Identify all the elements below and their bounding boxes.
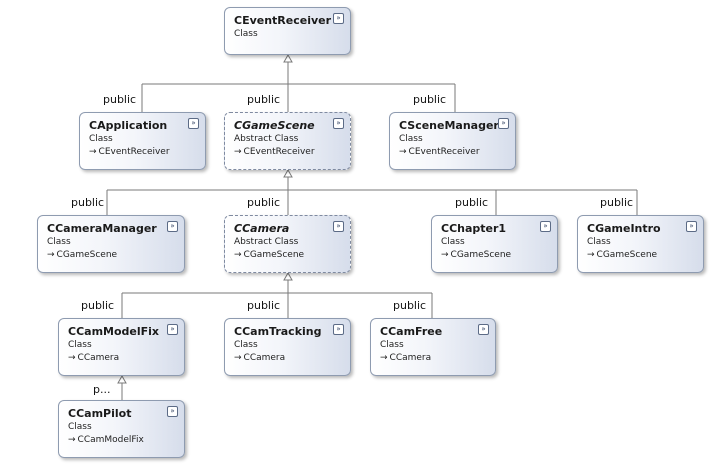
inherits-arrow-icon: → (380, 353, 388, 363)
inherits-arrow-icon: → (441, 250, 449, 260)
inherits-arrow-icon: → (234, 250, 242, 260)
base-class-name: CGameScene (596, 250, 658, 260)
inherits-arrow-icon: → (47, 250, 55, 260)
class-name: CGameScene (234, 119, 315, 132)
label-public: public (71, 196, 105, 209)
base-class-name: CCamera (389, 353, 432, 363)
class-name: CCamTracking (234, 325, 322, 338)
base-class-name: CEventReceiver (408, 147, 480, 157)
base-class-ref: →CEventReceiver (89, 146, 198, 159)
base-class-ref: →CGameScene (441, 249, 550, 262)
label-public: public (103, 93, 137, 106)
base-class-name: CCamModelFix (77, 435, 144, 445)
base-class-ref: →CGameScene (234, 249, 343, 262)
class-kind: Class (89, 134, 113, 144)
base-class-name: CGameScene (56, 250, 118, 260)
expand-toggle-icon[interactable]: » (167, 221, 178, 232)
inherits-arrow-icon: → (587, 250, 595, 260)
expand-toggle-icon[interactable]: » (333, 118, 344, 129)
expand-toggle-icon[interactable]: » (188, 118, 199, 129)
base-class-name: CGameScene (450, 250, 512, 260)
class-box-ceventreceiver[interactable]: CEventReceiver Class » (224, 7, 351, 55)
class-kind: Abstract Class (234, 237, 299, 247)
label-public: public (393, 299, 427, 312)
label-public: public (247, 196, 281, 209)
class-name: CChapter1 (441, 222, 507, 235)
class-name: CCamera (234, 222, 290, 235)
base-class-ref: →CCamera (380, 352, 488, 365)
base-class-name: CCamera (77, 353, 120, 363)
base-class-name: CCamera (243, 353, 286, 363)
base-class-ref: →CCamera (68, 352, 177, 365)
label-public: public (81, 299, 115, 312)
class-box-ccampilot[interactable]: CCamPilot Class →CCamModelFix » (58, 400, 185, 458)
class-kind: Class (587, 237, 611, 247)
inherits-arrow-icon: → (234, 147, 242, 157)
class-kind: Class (234, 29, 258, 39)
base-class-name: CGameScene (243, 250, 305, 260)
class-box-ccammodelfix[interactable]: CCamModelFix Class →CCamera » (58, 318, 185, 376)
label-public: public (413, 93, 447, 106)
class-name: CApplication (89, 119, 168, 132)
expand-toggle-icon[interactable]: » (333, 324, 344, 335)
class-box-cchapter1[interactable]: CChapter1 Class →CGameScene » (431, 215, 558, 273)
base-class-name: CEventReceiver (98, 147, 170, 157)
inherits-arrow-icon: → (68, 353, 76, 363)
base-class-name: CEventReceiver (243, 147, 315, 157)
class-kind: Class (399, 134, 423, 144)
class-box-ccamtracking[interactable]: CCamTracking Class →CCamera » (224, 318, 351, 376)
class-name: CSceneManager (399, 119, 499, 132)
class-kind: Class (68, 340, 92, 350)
class-name: CCameraManager (47, 222, 157, 235)
base-class-ref: →CGameScene (587, 249, 696, 262)
class-name: CCamPilot (68, 407, 132, 420)
class-name: CCamModelFix (68, 325, 160, 338)
base-class-ref: →CEventReceiver (399, 146, 508, 159)
base-class-ref: →CGameScene (47, 249, 177, 262)
label-public: public (455, 196, 489, 209)
expand-toggle-icon[interactable]: » (333, 221, 344, 232)
class-name: CCamFree (380, 325, 443, 338)
class-kind: Class (47, 237, 71, 247)
expand-toggle-icon[interactable]: » (540, 221, 551, 232)
class-kind: Abstract Class (234, 134, 299, 144)
label-partial: p... (93, 383, 111, 396)
class-box-ccameramanager[interactable]: CCameraManager Class →CGameScene » (37, 215, 185, 273)
class-box-capplication[interactable]: CApplication Class →CEventReceiver » (79, 112, 206, 170)
class-kind: Class (441, 237, 465, 247)
inherits-arrow-icon: → (68, 435, 76, 445)
expand-toggle-icon[interactable]: » (167, 406, 178, 417)
class-name: CEventReceiver (234, 14, 332, 27)
inherits-arrow-icon: → (89, 147, 97, 157)
inherits-arrow-icon: → (234, 353, 242, 363)
expand-toggle-icon[interactable]: » (333, 13, 344, 24)
expand-toggle-icon[interactable]: » (478, 324, 489, 335)
class-kind: Class (68, 422, 92, 432)
base-class-ref: →CCamera (234, 352, 343, 365)
class-kind: Class (234, 340, 258, 350)
class-box-cgamescene[interactable]: CGameScene Abstract Class →CEventReceive… (224, 112, 351, 170)
expand-toggle-icon[interactable]: » (498, 118, 509, 129)
expand-toggle-icon[interactable]: » (167, 324, 178, 335)
class-box-cgameintro[interactable]: CGameIntro Class →CGameScene » (577, 215, 704, 273)
class-box-cscenemanager[interactable]: CSceneManager Class →CEventReceiver » (389, 112, 516, 170)
label-public: public (247, 299, 281, 312)
inherits-arrow-icon: → (399, 147, 407, 157)
class-box-ccamfree[interactable]: CCamFree Class →CCamera » (370, 318, 496, 376)
label-public: public (600, 196, 634, 209)
class-name: CGameIntro (587, 222, 661, 235)
base-class-ref: →CCamModelFix (68, 434, 177, 447)
label-public: public (247, 93, 281, 106)
class-box-ccamera[interactable]: CCamera Abstract Class →CGameScene » (224, 215, 351, 273)
base-class-ref: →CEventReceiver (234, 146, 343, 159)
class-kind: Class (380, 340, 404, 350)
expand-toggle-icon[interactable]: » (686, 221, 697, 232)
